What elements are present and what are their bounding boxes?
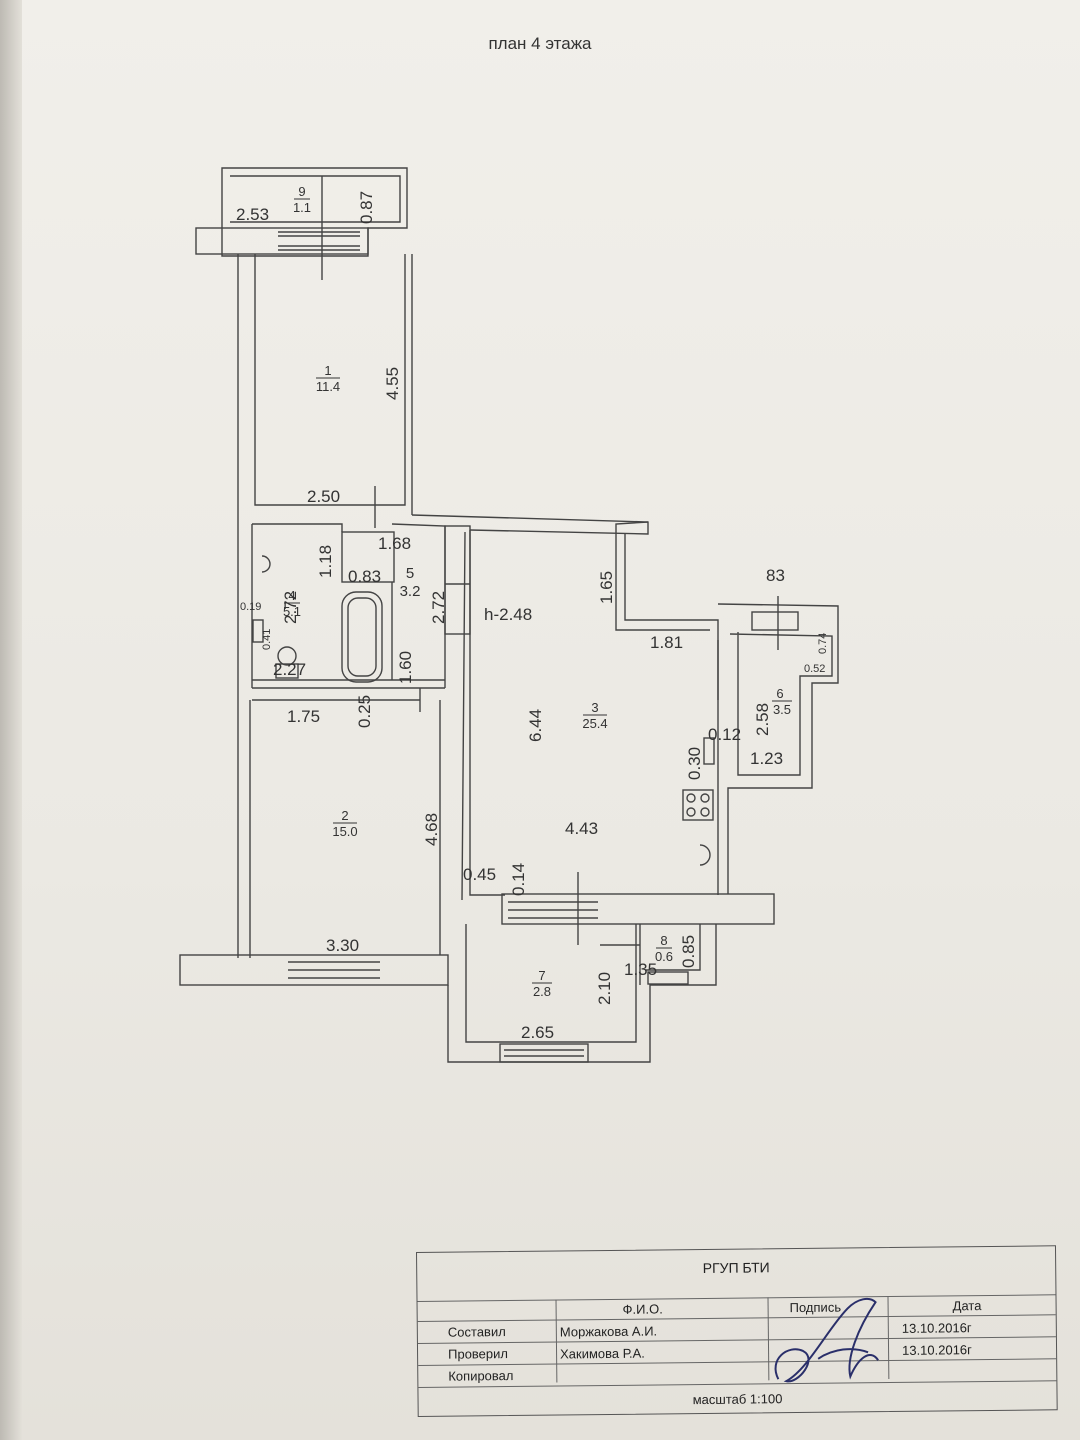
room-7-walls	[447, 924, 717, 1063]
room-2-walls	[249, 531, 466, 958]
dim-balcony-width: 2.53	[236, 205, 269, 224]
dim-hall-depth: 1.65	[597, 571, 616, 604]
dim-toilet-niche: 0.41	[261, 629, 273, 650]
dim-room2-top: 1.75	[287, 707, 320, 726]
dim-balcony6-niche: 0.52	[804, 663, 825, 675]
room-7-num: 7	[538, 968, 545, 983]
dim-bath-niche: 0.19	[240, 601, 261, 613]
room-8-area: 0.6	[655, 949, 673, 964]
window-bottom	[499, 1043, 589, 1063]
room-6-area: 3.5	[773, 702, 791, 717]
room-5-area: 3.2	[400, 583, 421, 600]
dim-room1-length: 4.55	[383, 367, 402, 400]
dim-room1-width: 2.50	[307, 487, 340, 506]
dim-room3-width: 4.43	[565, 819, 598, 838]
dim-room5-inner: 0.83	[348, 567, 381, 586]
room-2-area: 15.0	[332, 824, 357, 839]
room-3-walls	[469, 530, 719, 896]
stove	[682, 789, 714, 821]
stamp-name-1: Моржакова А.И.	[559, 1323, 658, 1340]
dim-corridor-length: 2.72	[429, 591, 448, 624]
stamp-role-2: Проверил	[447, 1346, 509, 1362]
stamp-col-fio: Ф.И.О.	[622, 1301, 663, 1317]
dim-room2-width: 3.30	[326, 936, 359, 955]
dim-hall-width: 1.81	[650, 633, 683, 652]
balcony-9-inner	[230, 175, 401, 223]
window-kitchen	[501, 893, 775, 925]
dim-room4-width: 2.27	[273, 660, 306, 679]
dim-balcony6-depth: 0.74	[817, 633, 829, 654]
dim-room7-depth: 2.10	[595, 972, 614, 1005]
plan-title: план 4 этажа	[488, 34, 592, 53]
dim-room8-width: 1.35	[624, 960, 657, 979]
dim-balcony6-offset: 83	[766, 566, 785, 585]
dim-room3-offset: 0.45	[463, 865, 496, 884]
stamp-scale: масштаб 1:100	[692, 1391, 783, 1408]
room-5-num: 5	[406, 565, 414, 582]
dim-room3-length: 6.44	[526, 709, 545, 742]
dim-bath-depth: 1.60	[396, 651, 415, 684]
room-8-walls	[639, 924, 701, 985]
stamp-name-2: Хакимова Р.А.	[559, 1345, 645, 1362]
room-9-num: 9	[298, 184, 305, 199]
room-4-num: 4	[288, 588, 295, 603]
dim-balcony6-width: 1.23	[750, 749, 783, 768]
signature-scribble	[774, 1297, 879, 1383]
dim-corridor-gap: 0.25	[355, 695, 374, 728]
binding-edge	[0, 0, 22, 1440]
dim-room2-length: 4.68	[422, 813, 441, 846]
dim-wall-niche: 0.12	[708, 725, 741, 744]
dim-room5-width: 1.68	[378, 534, 411, 553]
balcony-6-outline	[717, 603, 839, 894]
room-4-area: 5.1	[283, 604, 301, 619]
ceiling-height: h-2.48	[484, 605, 532, 624]
dim-room8-depth: 0.85	[679, 935, 698, 968]
stamp-col-date: Дата	[952, 1298, 982, 1314]
room-6-num: 6	[776, 686, 783, 701]
bathtub	[341, 591, 383, 683]
dim-room5-depth: 1.18	[316, 545, 335, 578]
dim-balcony-depth: 0.87	[357, 191, 376, 224]
title-block-stamp: РГУП БТИ Ф.И.О. Подпись Дата Составил Мо…	[416, 1245, 1058, 1417]
stamp-role-1: Составил	[447, 1324, 506, 1340]
dim-balcony6-length: 2.58	[753, 703, 772, 736]
room-1-area: 11.4	[316, 379, 340, 394]
dim-room4-length: 2.72	[281, 591, 300, 624]
dim-room7-width: 2.65	[521, 1023, 554, 1042]
room-7-area: 2.8	[533, 984, 551, 999]
dim-room3-gap: 0.14	[509, 863, 528, 896]
dim-wall-thickness: 0.30	[685, 747, 704, 780]
floor-plan: 9 1.1 1 11.4 5 3.2 4 5.1 3 25.4 6 3.5 2 …	[179, 167, 839, 1063]
room-1-num: 1	[324, 363, 331, 378]
room-2-num: 2	[341, 808, 348, 823]
room-9-area: 1.1	[293, 200, 311, 215]
room-1-walls	[237, 254, 413, 958]
stamp-date-2: 13.10.2016г	[901, 1342, 972, 1358]
stamp-org-row	[417, 1246, 1056, 1302]
stamp-role-3: Копировал	[448, 1367, 514, 1384]
room-3-num: 3	[591, 700, 598, 715]
room-3-area: 25.4	[582, 716, 607, 731]
room-8-num: 8	[660, 933, 667, 948]
window-room-2	[179, 954, 449, 986]
stamp-date-1: 13.10.2016г	[901, 1320, 972, 1336]
window-top	[195, 227, 369, 255]
